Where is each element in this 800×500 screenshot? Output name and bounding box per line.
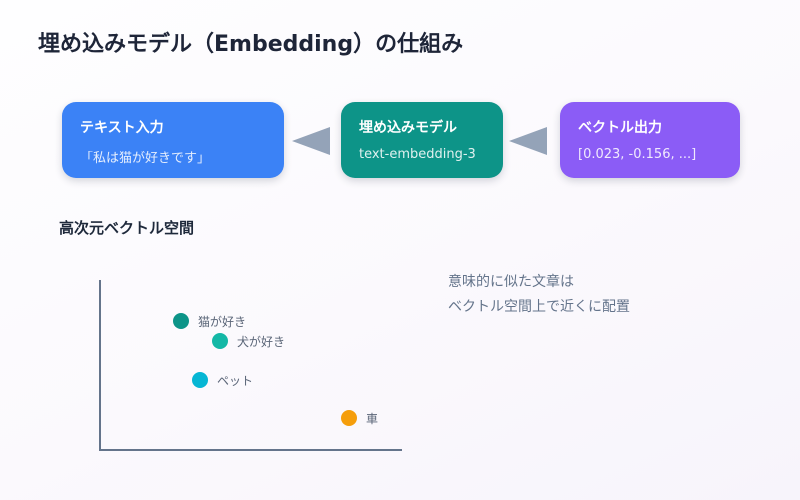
page-title: 埋め込みモデル（Embedding）の仕組み <box>38 32 464 57</box>
scatter-point-cat-label: 猫が好き <box>198 314 247 329</box>
arrow-left-icon <box>509 127 547 155</box>
embedding-model-box: 埋め込みモデル text-embedding-3 <box>341 102 503 178</box>
vector-output-box-title: ベクトル出力 <box>578 120 662 136</box>
scatter-point-car-label: 車 <box>366 411 379 426</box>
text-input-box: テキスト入力 「私は猫が好きです」 <box>62 102 284 178</box>
scatter-point-car: 車 <box>341 410 378 426</box>
dot-icon <box>192 372 208 388</box>
dot-icon <box>173 313 189 329</box>
arrow-left-icon <box>292 127 330 155</box>
scatter-point-pet-label: ペット <box>217 373 254 388</box>
dot-icon <box>212 333 228 349</box>
vector-space-heading: 高次元ベクトル空間 <box>59 219 195 237</box>
dot-icon <box>341 410 357 426</box>
text-input-box-value: 「私は猫が好きです」 <box>80 151 211 166</box>
vector-output-box: ベクトル出力 [0.023, -0.156, ...] <box>560 102 740 178</box>
scatter-point-dog-label: 犬が好き <box>237 334 286 349</box>
note-line-2: ベクトル空間上で近くに配置 <box>448 299 630 315</box>
note-line-1: 意味的に似た文章は <box>448 274 574 290</box>
text-input-box-title: テキスト入力 <box>80 120 164 136</box>
explanation-note: 意味的に似た文章は ベクトル空間上で近くに配置 <box>448 270 630 320</box>
x-axis-line <box>99 449 402 451</box>
embedding-model-box-value: text-embedding-3 <box>359 147 476 162</box>
embedding-model-box-title: 埋め込みモデル <box>359 120 457 136</box>
scatter-point-dog: 犬が好き <box>212 333 285 349</box>
scatter-point-pet: ペット <box>192 372 253 388</box>
y-axis-line <box>99 280 101 451</box>
vector-output-box-value: [0.023, -0.156, ...] <box>578 147 697 162</box>
scatter-point-cat: 猫が好き <box>173 313 246 329</box>
